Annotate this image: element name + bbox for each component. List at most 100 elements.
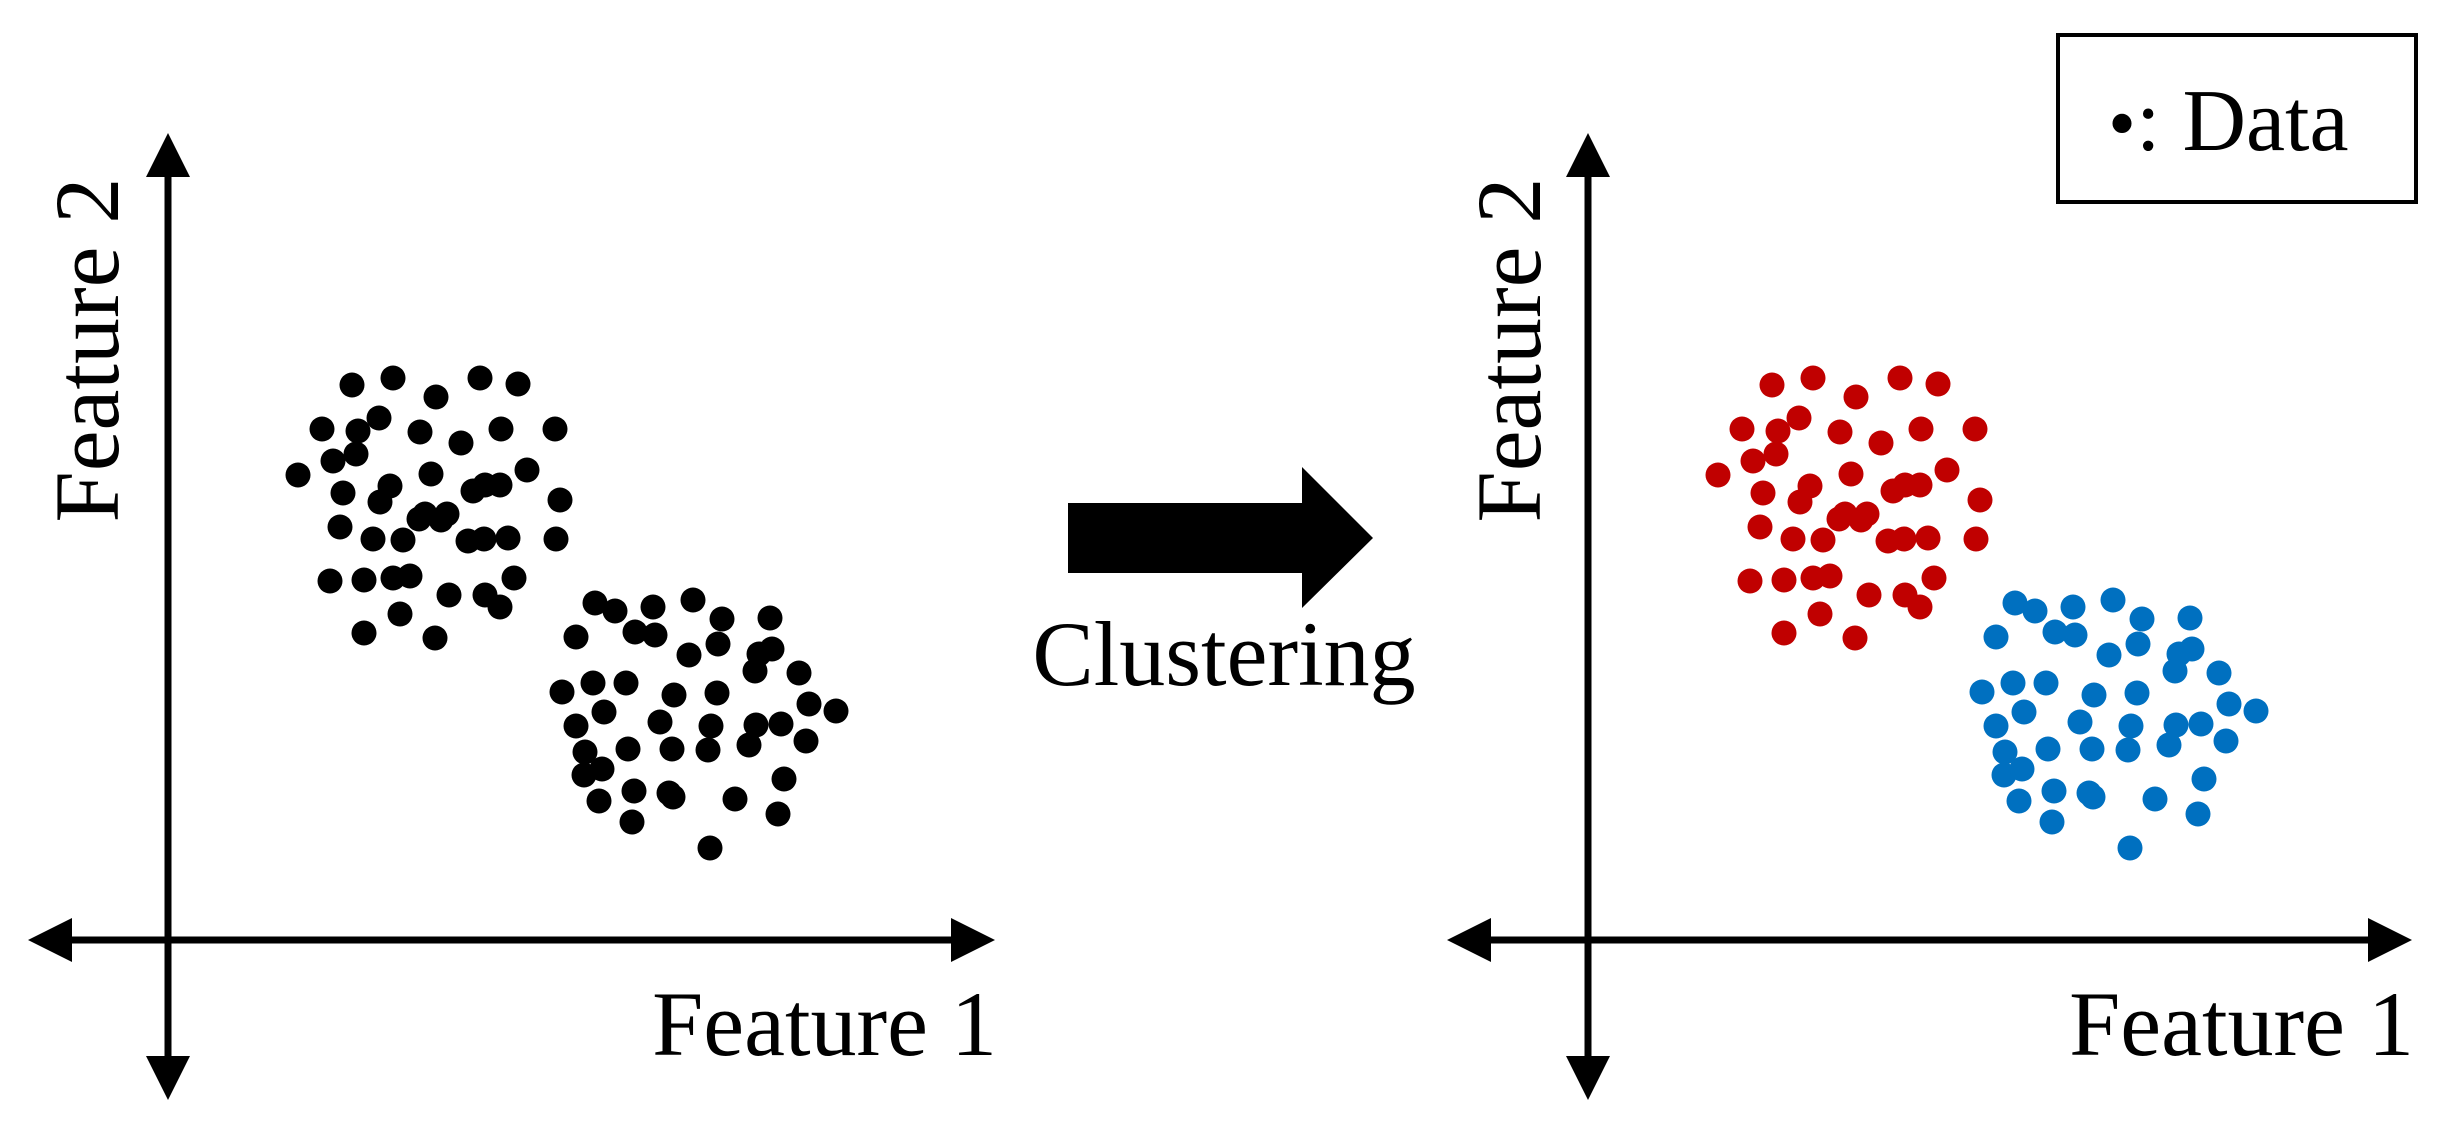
- data-point: [619, 809, 645, 835]
- cluster-2-point: [2035, 736, 2061, 762]
- cluster-1-point: [1856, 582, 1882, 608]
- cluster-2-point: [2125, 631, 2151, 657]
- data-point: [471, 526, 497, 552]
- cluster-2-point: [2081, 682, 2107, 708]
- data-point: [330, 480, 356, 506]
- data-point: [367, 489, 393, 515]
- left-x-axis-label: Feature 1: [652, 973, 997, 1075]
- data-point: [659, 736, 685, 762]
- data-point: [621, 778, 647, 804]
- data-point: [660, 784, 686, 810]
- left-y-axis: [146, 133, 190, 1100]
- cluster-2-point: [1969, 679, 1995, 705]
- left-y-axis-label: Feature 2: [36, 178, 138, 523]
- cluster-2-point: [2022, 598, 2048, 624]
- data-point: [309, 416, 335, 442]
- cluster-2-point: [2162, 658, 2188, 684]
- legend-marker: •: [2108, 80, 2136, 168]
- right-x-axis-label: Feature 1: [2069, 973, 2414, 1075]
- data-point: [487, 594, 513, 620]
- cluster-1-point: [1737, 568, 1763, 594]
- data-point: [418, 461, 444, 487]
- data-point: [351, 567, 377, 593]
- data-point: [495, 525, 521, 551]
- cluster-1-point: [1925, 371, 1951, 397]
- cluster-1-point: [1908, 416, 1934, 442]
- cluster-2-point: [2142, 786, 2168, 812]
- cluster-1-point: [1842, 625, 1868, 651]
- cluster-2-point: [2100, 587, 2126, 613]
- cluster-1-point: [1787, 489, 1813, 515]
- data-point: [339, 372, 365, 398]
- data-point: [642, 622, 668, 648]
- legend-label: : Data: [2136, 73, 2349, 170]
- left-data-points: [285, 365, 849, 861]
- cluster-2-point: [1983, 713, 2009, 739]
- data-point: [360, 526, 386, 552]
- data-point: [448, 430, 474, 456]
- clustering-transition: Clustering: [1032, 467, 1416, 705]
- cluster-2-point: [2117, 835, 2143, 861]
- data-point: [467, 365, 493, 391]
- data-point: [742, 658, 768, 684]
- cluster-2-point: [2079, 736, 2105, 762]
- data-point: [501, 565, 527, 591]
- cluster-1-point: [1921, 565, 1947, 591]
- data-point: [796, 691, 822, 717]
- data-point: [722, 786, 748, 812]
- cluster-1-point: [1967, 487, 1993, 513]
- data-point: [343, 441, 369, 467]
- data-point: [680, 587, 706, 613]
- data-point: [582, 590, 608, 616]
- right-arrow-icon: [1068, 467, 1373, 608]
- data-point: [759, 636, 785, 662]
- data-point: [580, 670, 606, 696]
- data-point: [320, 448, 346, 474]
- data-point: [676, 642, 702, 668]
- data-point: [697, 835, 723, 861]
- cluster-1-point: [1750, 480, 1776, 506]
- cluster-1-point: [1868, 430, 1894, 456]
- data-point: [543, 526, 569, 552]
- data-point: [487, 472, 513, 498]
- cluster-2-point: [2213, 728, 2239, 754]
- cluster-2-point: [2118, 713, 2144, 739]
- right-plot: Feature 1 Feature 2: [1447, 133, 2414, 1100]
- data-point: [285, 462, 311, 488]
- data-point: [380, 365, 406, 391]
- left-plot: Feature 1 Feature 2: [28, 133, 997, 1100]
- cluster-2-point: [2185, 801, 2211, 827]
- cluster-2-point: [2062, 622, 2088, 648]
- cluster-2-point: [2243, 698, 2269, 724]
- right-x-axis: [1447, 918, 2412, 962]
- cluster-2-point: [2002, 590, 2028, 616]
- cluster-2-point: [2000, 670, 2026, 696]
- cluster-2-point: [2177, 605, 2203, 631]
- cluster-2-point: [2206, 660, 2232, 686]
- cluster-1-point: [1771, 620, 1797, 646]
- data-point: [736, 732, 762, 758]
- cluster-2-point: [2216, 691, 2242, 717]
- data-point: [460, 478, 486, 504]
- cluster-1-point: [1907, 472, 1933, 498]
- cluster-1-point: [1780, 526, 1806, 552]
- legend: • : Data: [2056, 33, 2418, 204]
- data-point: [505, 371, 531, 397]
- cluster-2-point: [2124, 680, 2150, 706]
- cluster-1-point: [1807, 601, 1833, 627]
- cluster-1-point: [1880, 478, 1906, 504]
- right-y-axis-bottom-arrowhead: [1566, 1056, 1610, 1100]
- cluster-1-point: [1759, 372, 1785, 398]
- cluster-1-point: [1934, 457, 1960, 483]
- cluster-2-point: [2042, 619, 2068, 645]
- data-point: [586, 788, 612, 814]
- cluster-1-point: [1887, 365, 1913, 391]
- data-point: [563, 713, 589, 739]
- legend-box: [2056, 33, 2418, 204]
- cluster-1-point: [1817, 563, 1843, 589]
- cluster-2-point: [2033, 670, 2059, 696]
- data-point: [709, 606, 735, 632]
- data-point: [317, 568, 343, 594]
- cluster-1-point: [1843, 384, 1869, 410]
